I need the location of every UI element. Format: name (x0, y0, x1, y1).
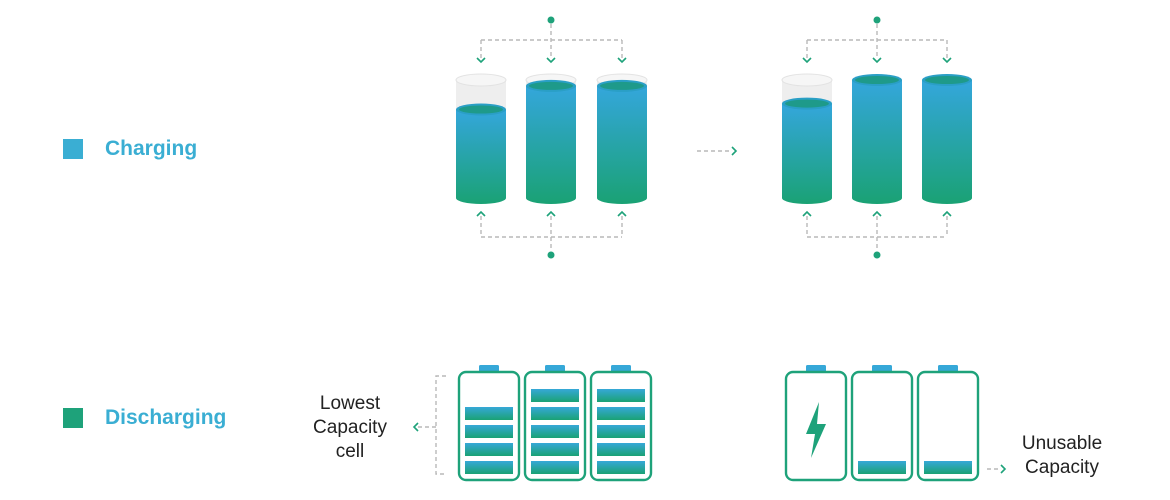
battery-terminal (872, 365, 892, 372)
battery-level-bar (465, 425, 513, 438)
battery-level-bar (531, 461, 579, 474)
battery-terminal (479, 365, 499, 372)
cell-charge-surface-inner (459, 105, 503, 114)
cell-empty-space (456, 80, 506, 110)
battery-cell (850, 365, 914, 482)
arrow-head-icon (1000, 464, 1007, 474)
arrow-head-icon (802, 210, 812, 217)
battery-body (850, 370, 914, 482)
cell-charge-surface-inner (925, 76, 969, 84)
charging-swatch (63, 139, 83, 159)
cell-empty-space (782, 80, 832, 104)
discharging-label: Discharging (105, 406, 227, 429)
cell-charge-surface-inner (785, 99, 829, 108)
battery-level-bar (465, 461, 513, 474)
cylinder-cells (455, 73, 972, 204)
arrow-head-icon (546, 57, 556, 64)
unusable-line-1: Unusable (1021, 433, 1103, 454)
battery-body (916, 370, 980, 482)
arrow-head-icon (476, 210, 486, 217)
cell-top-cap (781, 73, 833, 87)
battery-level-bar (858, 461, 906, 474)
terminal-dot (873, 16, 881, 24)
arrow-head-icon (546, 210, 556, 217)
battery-level-bar (465, 407, 513, 420)
battery-cell (589, 365, 653, 482)
battery-cell (523, 365, 587, 482)
unusable-line-2: Capacity (1025, 457, 1099, 478)
arrow-head-icon (872, 57, 882, 64)
battery-level-bar (531, 443, 579, 456)
battery-level-bar (597, 425, 645, 438)
terminal-dot (547, 16, 555, 24)
lightning-icon (806, 402, 826, 458)
legend-charging: Charging (63, 137, 197, 161)
battery-level-bar (531, 389, 579, 402)
battery-level-bar (924, 461, 972, 474)
arrow-head-icon (412, 422, 419, 432)
cell-charge-fill (852, 80, 902, 204)
unusable-capacity-note: Unusable Capacity (1010, 432, 1114, 480)
battery-terminal (938, 365, 958, 372)
battery-level-bar (597, 389, 645, 402)
battery-terminal (545, 365, 565, 372)
connector-lines (412, 16, 1007, 475)
battery-level-bar (597, 461, 645, 474)
battery-terminal (806, 365, 826, 372)
cell-charge-fill (597, 85, 647, 204)
cell-charge-surface-inner (529, 81, 573, 90)
arrow-head-icon (942, 210, 952, 217)
battery-level-bar (597, 443, 645, 456)
lowest-line-1: Lowest (319, 393, 381, 414)
cell-charge-surface-inner (600, 81, 644, 90)
cell-top-cap (455, 73, 507, 87)
battery-level-bar (531, 425, 579, 438)
battery-cell (916, 365, 980, 482)
lowest-line-3: cell (335, 441, 365, 462)
lowest-cell-bracket (435, 375, 446, 475)
arrow-head-icon (802, 57, 812, 64)
arrow-head-icon (617, 210, 627, 217)
charging-label: Charging (105, 137, 198, 160)
cell-charge-fill (922, 80, 972, 204)
battery-terminal (611, 365, 631, 372)
arrow-head-icon (731, 146, 738, 156)
cell-charge-fill (526, 85, 576, 204)
lowest-line-2: Capacity (313, 417, 387, 438)
battery-level-bar (465, 443, 513, 456)
terminal-dot (547, 251, 555, 259)
discharging-swatch (63, 408, 83, 428)
arrow-head-icon (476, 57, 486, 64)
cell-charge-fill (782, 103, 832, 204)
battery-level-bar (597, 407, 645, 420)
lowest-capacity-note: Lowest Capacity cell (300, 392, 400, 464)
arrow-head-icon (872, 210, 882, 217)
battery-level-bar (531, 407, 579, 420)
terminal-dot (873, 251, 881, 259)
legend-discharging: Discharging (63, 406, 226, 430)
battery-cell (457, 365, 521, 482)
arrow-head-icon (617, 57, 627, 64)
battery-cell (784, 365, 848, 482)
arrow-head-icon (942, 57, 952, 64)
cell-charge-fill (456, 109, 506, 204)
cell-charge-surface-inner (855, 76, 899, 84)
battery-cells (457, 365, 980, 482)
